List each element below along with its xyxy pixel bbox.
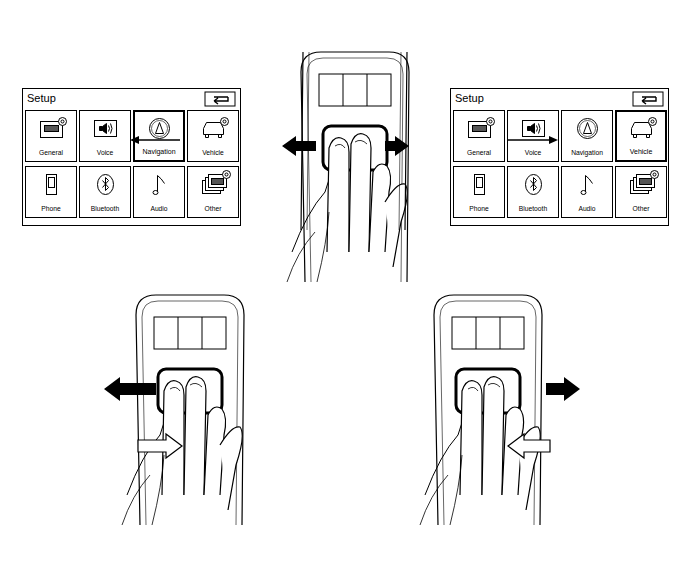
swipe-arrow bbox=[385, 136, 409, 156]
menu-icon bbox=[156, 123, 164, 134]
direction-arrow bbox=[508, 139, 550, 141]
swipe-arrow bbox=[546, 377, 580, 401]
menu-tile: Bluetooth bbox=[507, 166, 559, 218]
menu-icon bbox=[59, 118, 67, 126]
menu-icon bbox=[649, 118, 657, 126]
menu-icon bbox=[109, 124, 113, 134]
tile-label: Voice bbox=[80, 149, 130, 156]
setup-screen: SetupGeneral Voice Navigation VehiclePhone B… bbox=[22, 88, 241, 226]
menu-tile: Navigation bbox=[133, 110, 185, 162]
finger-arrow bbox=[138, 434, 182, 458]
menu-icon bbox=[651, 120, 654, 123]
tile-label: Other bbox=[188, 205, 238, 212]
menu-icon bbox=[150, 119, 170, 139]
menu-tile: Vehicle bbox=[187, 110, 239, 162]
tile-label: Other bbox=[616, 205, 666, 212]
tile-label: General bbox=[26, 149, 76, 156]
menu-tile: General bbox=[453, 110, 505, 162]
tile-label: Navigation bbox=[562, 149, 612, 156]
setup-screen: SetupGeneral Voice Navigation VehiclePhone B… bbox=[450, 88, 669, 226]
menu-icon bbox=[153, 191, 158, 195]
menu-icon bbox=[225, 173, 228, 176]
tile-label: Audio bbox=[562, 205, 612, 212]
menu-icon bbox=[581, 191, 586, 195]
menu-icon bbox=[640, 179, 652, 185]
menu-tile: Audio bbox=[133, 166, 185, 218]
menu-icon bbox=[489, 120, 492, 123]
menu-icon bbox=[580, 121, 596, 137]
menu-icon bbox=[473, 126, 487, 132]
menu-icon bbox=[632, 123, 652, 135]
menu-icon bbox=[212, 179, 224, 185]
menu-icon bbox=[523, 121, 545, 137]
tile-label: Voice bbox=[508, 149, 558, 156]
menu-icon bbox=[586, 176, 593, 193]
swipe-arrow bbox=[282, 136, 316, 156]
menu-icon bbox=[49, 178, 55, 188]
tile-label: General bbox=[454, 149, 504, 156]
tile-label: Phone bbox=[26, 205, 76, 212]
menu-icon bbox=[223, 120, 226, 123]
menu-tile: Other bbox=[615, 166, 667, 218]
back-button bbox=[205, 92, 235, 106]
menu-icon bbox=[47, 175, 57, 195]
menu-icon bbox=[204, 123, 224, 135]
tile-label: Navigation bbox=[135, 148, 183, 155]
direction-arrow bbox=[549, 136, 558, 144]
menu-icon bbox=[158, 176, 165, 193]
tile-label: Bluetooth bbox=[80, 205, 130, 212]
menu-icon bbox=[578, 119, 598, 139]
menu-icon bbox=[634, 135, 650, 138]
menu-tile: Bluetooth bbox=[79, 166, 131, 218]
menu-icon bbox=[95, 121, 117, 137]
menu-icon bbox=[45, 126, 59, 132]
menu-tile: Audio bbox=[561, 166, 613, 218]
menu-icon bbox=[651, 171, 659, 179]
menu-icon bbox=[477, 178, 483, 188]
tile-label: Audio bbox=[134, 205, 184, 212]
menu-tile: Phone bbox=[453, 166, 505, 218]
menu-tile: Phone bbox=[25, 166, 77, 218]
screen-title: Setup bbox=[27, 92, 56, 104]
menu-tile: Voice bbox=[79, 110, 131, 162]
menu-icon bbox=[98, 175, 114, 195]
tile-label: Phone bbox=[454, 205, 504, 212]
remote-controller bbox=[287, 52, 409, 282]
menu-icon bbox=[537, 124, 541, 134]
menu-tile: Vehicle bbox=[615, 110, 667, 162]
menu-icon bbox=[223, 171, 231, 179]
menu-icon bbox=[584, 123, 592, 134]
menu-icon bbox=[61, 120, 64, 123]
menu-icon bbox=[475, 175, 485, 195]
menu-tile: Navigation bbox=[561, 110, 613, 162]
menu-icon bbox=[206, 135, 222, 138]
screen-title: Setup bbox=[455, 92, 484, 104]
menu-tile: General bbox=[25, 110, 77, 162]
menu-tile: Voice bbox=[507, 110, 559, 162]
menu-icon bbox=[487, 118, 495, 126]
remote-controller bbox=[122, 295, 244, 525]
tile-label: Vehicle bbox=[617, 148, 665, 155]
menu-tile: Other bbox=[187, 166, 239, 218]
direction-arrow bbox=[138, 139, 180, 141]
menu-icon bbox=[221, 118, 229, 126]
menu-icon bbox=[526, 175, 542, 195]
finger-arrow bbox=[508, 434, 550, 458]
back-button bbox=[633, 92, 663, 106]
swipe-arrow bbox=[104, 377, 156, 401]
tile-label: Vehicle bbox=[188, 149, 238, 156]
menu-icon bbox=[528, 124, 535, 134]
tile-label: Bluetooth bbox=[508, 205, 558, 212]
menu-icon bbox=[531, 178, 537, 191]
menu-icon bbox=[100, 124, 107, 134]
remote-controller bbox=[420, 295, 542, 525]
menu-icon bbox=[653, 173, 656, 176]
menu-icon bbox=[103, 178, 109, 191]
menu-icon bbox=[152, 121, 168, 137]
